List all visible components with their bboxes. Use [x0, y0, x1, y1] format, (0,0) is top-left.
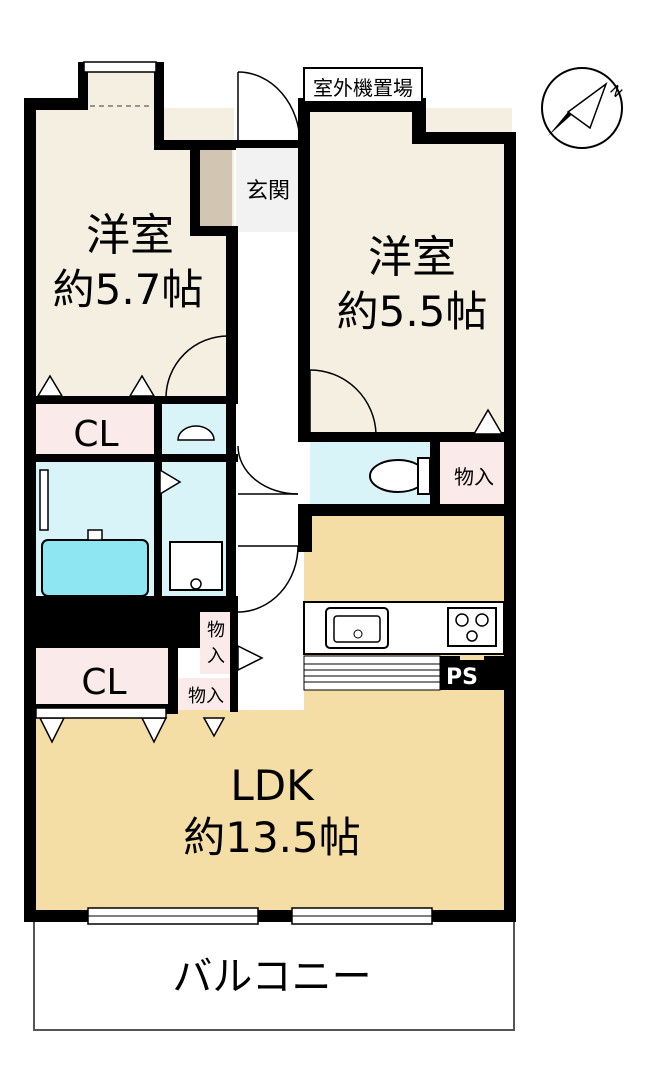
balcony-label: バルコニー [172, 954, 371, 1000]
outdoor-unit-area: 室外機置場 [303, 67, 423, 103]
ps-box: PS [440, 660, 484, 690]
storage-right [440, 440, 510, 506]
room-fills [34, 66, 512, 918]
storage-mid [200, 612, 234, 674]
closet-lower [34, 648, 174, 708]
entrance-door [237, 71, 301, 145]
windows [83, 61, 433, 925]
kitchen-counter [303, 601, 505, 691]
western-room-b-name: 洋室 [368, 232, 456, 283]
shoebox [198, 148, 232, 232]
washbasin-icon [177, 425, 215, 441]
closet-lower-label: CL [81, 662, 126, 703]
storage-lower [178, 678, 234, 710]
closet-upper-label: CL [73, 414, 118, 455]
closet-doors [35, 374, 504, 744]
north-arrow-icon: N [541, 67, 625, 149]
entrance-label: 玄関 [246, 179, 290, 204]
gas-stove-icon [447, 607, 497, 647]
western-room-b-floor [306, 108, 512, 434]
ldk-name: LDK [230, 761, 315, 810]
western-room-b-size: 約5.5帖 [337, 287, 488, 336]
ps-label: PS [446, 665, 478, 690]
storage-lower-label: 物入 [188, 686, 224, 707]
storage-mid-label-part: 入 [207, 646, 225, 667]
closet-upper [34, 400, 158, 456]
western-room-a-name: 洋室 [86, 210, 174, 261]
storage-mid-label-part: 物 [207, 620, 225, 641]
western-room-a-size: 約5.7帖 [53, 265, 204, 314]
bathroom-fixtures [39, 425, 223, 597]
wall [24, 98, 36, 920]
door-arcs [165, 335, 377, 613]
storage-right-label: 物入 [454, 465, 494, 489]
entrance-floor [236, 148, 304, 232]
ldk-size: 約13.5帖 [183, 813, 361, 862]
bathtub-icon [41, 539, 149, 597]
outdoor-unit-label: 室外機置場 [313, 76, 413, 100]
storage-mid-label-group: 物 入 [207, 620, 225, 667]
toilet-icon [369, 457, 431, 495]
balcony: バルコニー [33, 917, 515, 1031]
